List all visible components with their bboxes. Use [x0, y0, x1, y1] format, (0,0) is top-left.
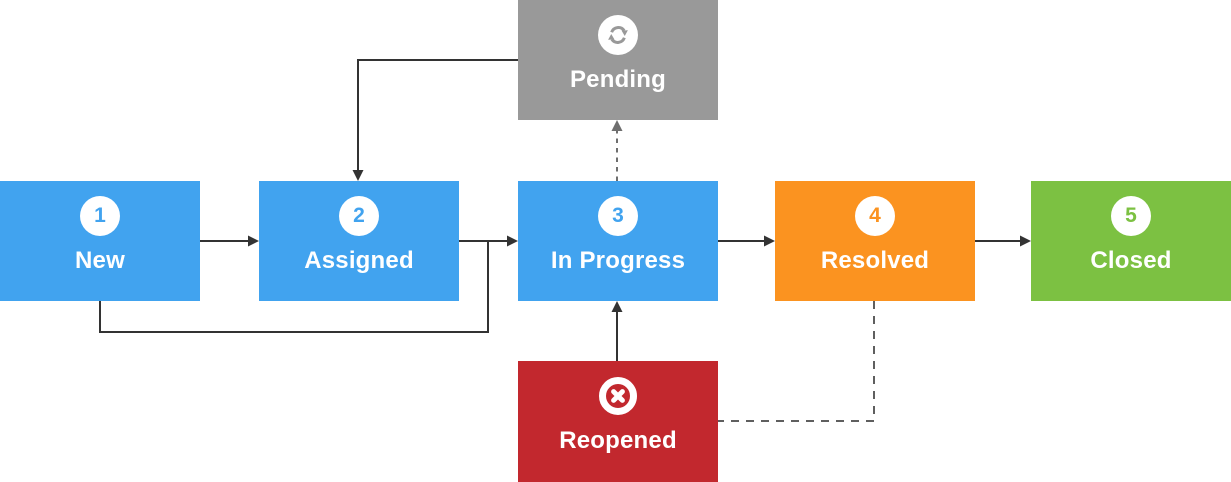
node-pending: Pending	[518, 0, 718, 120]
arrowhead-into-resolved	[764, 235, 775, 247]
step-number: 2	[353, 204, 365, 227]
arrowhead-into-inprogress-bottom	[611, 301, 623, 312]
node-label-pending: Pending	[569, 66, 667, 93]
node-resolved: 4 Resolved	[775, 181, 975, 301]
arrowhead-into-inprogress	[507, 235, 518, 247]
node-new: 1 New	[0, 181, 200, 301]
dashed-gray-arrowheads	[611, 120, 623, 131]
x-circle-icon-glyph	[599, 377, 637, 415]
step-badge-2: 2	[339, 196, 379, 236]
step-badge-3: 3	[598, 196, 638, 236]
edge-resolved-reopened	[718, 301, 875, 422]
step-badge-1: 1	[80, 196, 120, 236]
node-label-closed: Closed	[1090, 247, 1172, 274]
node-label-in-progress: In Progress	[550, 247, 686, 274]
step-badge-4: 4	[855, 196, 895, 236]
x-circle-icon	[598, 376, 638, 416]
node-closed: 5 Closed	[1031, 181, 1231, 301]
step-number: 1	[94, 204, 106, 227]
node-label-assigned: Assigned	[304, 247, 414, 274]
step-number: 4	[869, 204, 881, 227]
node-assigned: 2 Assigned	[259, 181, 459, 301]
node-label-reopened: Reopened	[559, 427, 677, 454]
sync-icon-glyph	[608, 26, 628, 44]
arrowhead-into-closed	[1020, 235, 1031, 247]
node-reopened: Reopened	[518, 361, 718, 482]
edge-pending-assigned	[357, 59, 518, 172]
step-number: 5	[1125, 204, 1137, 227]
node-in-progress: 3 In Progress	[518, 181, 718, 301]
step-badge-5: 5	[1111, 196, 1151, 236]
arrowhead-into-assigned-top	[352, 170, 364, 181]
dashed-dark-connectors	[718, 301, 875, 422]
arrowhead-into-pending-bottom	[611, 120, 623, 131]
sync-icon	[598, 15, 638, 55]
arrowhead-into-assigned	[248, 235, 259, 247]
node-label-new: New	[75, 247, 125, 274]
node-label-resolved: Resolved	[820, 247, 930, 274]
step-number: 3	[612, 204, 624, 227]
